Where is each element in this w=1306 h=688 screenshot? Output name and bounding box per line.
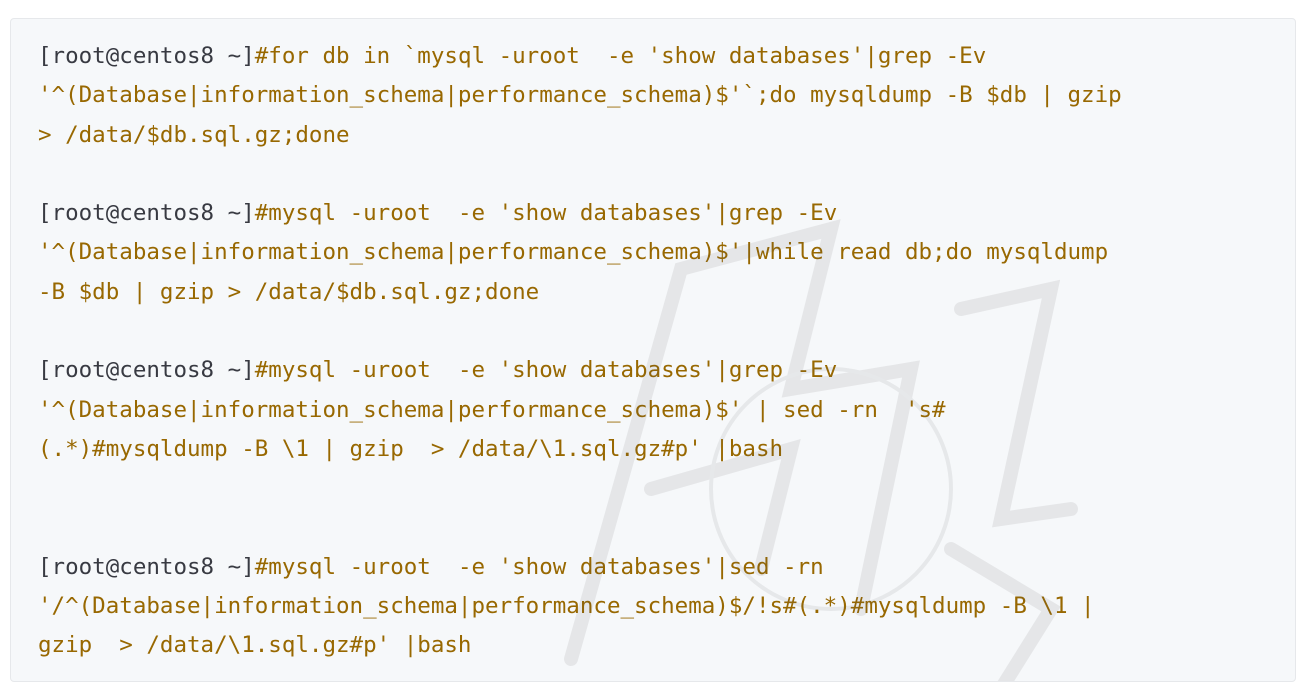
code-line: '^(Database|information_schema|performan… xyxy=(38,391,1295,430)
command-text: (.*)#mysqldump -B \1 | gzip > /data/\1.s… xyxy=(38,435,784,462)
code-line: [root@centos8 ~]#mysql -uroot -e 'show d… xyxy=(38,548,1295,587)
command-text: #mysql -uroot -e 'show databases'|grep -… xyxy=(254,200,838,227)
code-line: -B $db | gzip > /data/$db.sql.gz;done xyxy=(38,273,1295,312)
code-line: '^(Database|information_schema|performan… xyxy=(38,233,1295,272)
code-line: > /data/$db.sql.gz;done xyxy=(38,116,1295,155)
code-line xyxy=(38,155,1295,194)
command-text: -B $db | gzip > /data/$db.sql.gz;done xyxy=(38,278,540,305)
code-line: '^(Database|information_schema|performan… xyxy=(38,76,1295,115)
code-line: [root@centos8 ~]#mysql -uroot -e 'show d… xyxy=(38,351,1295,390)
shell-prompt: [root@centos8 ~] xyxy=(38,43,255,69)
command-text: > /data/$db.sql.gz;done xyxy=(38,121,350,148)
code-line xyxy=(38,469,1295,508)
code-line: gzip > /data/\1.sql.gz#p' |bash xyxy=(38,626,1295,665)
code-line: '/^(Database|information_schema|performa… xyxy=(38,587,1295,626)
command-text: '/^(Database|information_schema|performa… xyxy=(38,593,1095,620)
code-line xyxy=(38,509,1295,548)
command-text: #mysql -uroot -e 'show databases'|sed -r… xyxy=(254,553,824,580)
command-text: #for db in `mysql -uroot -e 'show databa… xyxy=(254,43,987,69)
shell-prompt: [root@centos8 ~] xyxy=(38,553,255,580)
command-text: '^(Database|information_schema|performan… xyxy=(38,396,946,423)
shell-prompt: [root@centos8 ~] xyxy=(38,357,255,384)
command-text: '^(Database|information_schema|performan… xyxy=(38,82,1122,109)
code-block: [root@centos8 ~]#for db in `mysql -uroot… xyxy=(10,18,1296,682)
code-line: (.*)#mysqldump -B \1 | gzip > /data/\1.s… xyxy=(38,430,1295,469)
code-line: [root@centos8 ~]#mysql -uroot -e 'show d… xyxy=(38,194,1295,233)
code-content: [root@centos8 ~]#for db in `mysql -uroot… xyxy=(11,37,1295,666)
command-text: '^(Database|information_schema|performan… xyxy=(38,239,1109,266)
code-line: [root@centos8 ~]#for db in `mysql -uroot… xyxy=(38,37,1295,76)
command-text: #mysql -uroot -e 'show databases'|grep -… xyxy=(254,357,838,384)
shell-prompt: [root@centos8 ~] xyxy=(38,200,255,227)
command-text: gzip > /data/\1.sql.gz#p' |bash xyxy=(38,632,472,659)
code-line xyxy=(38,312,1295,351)
